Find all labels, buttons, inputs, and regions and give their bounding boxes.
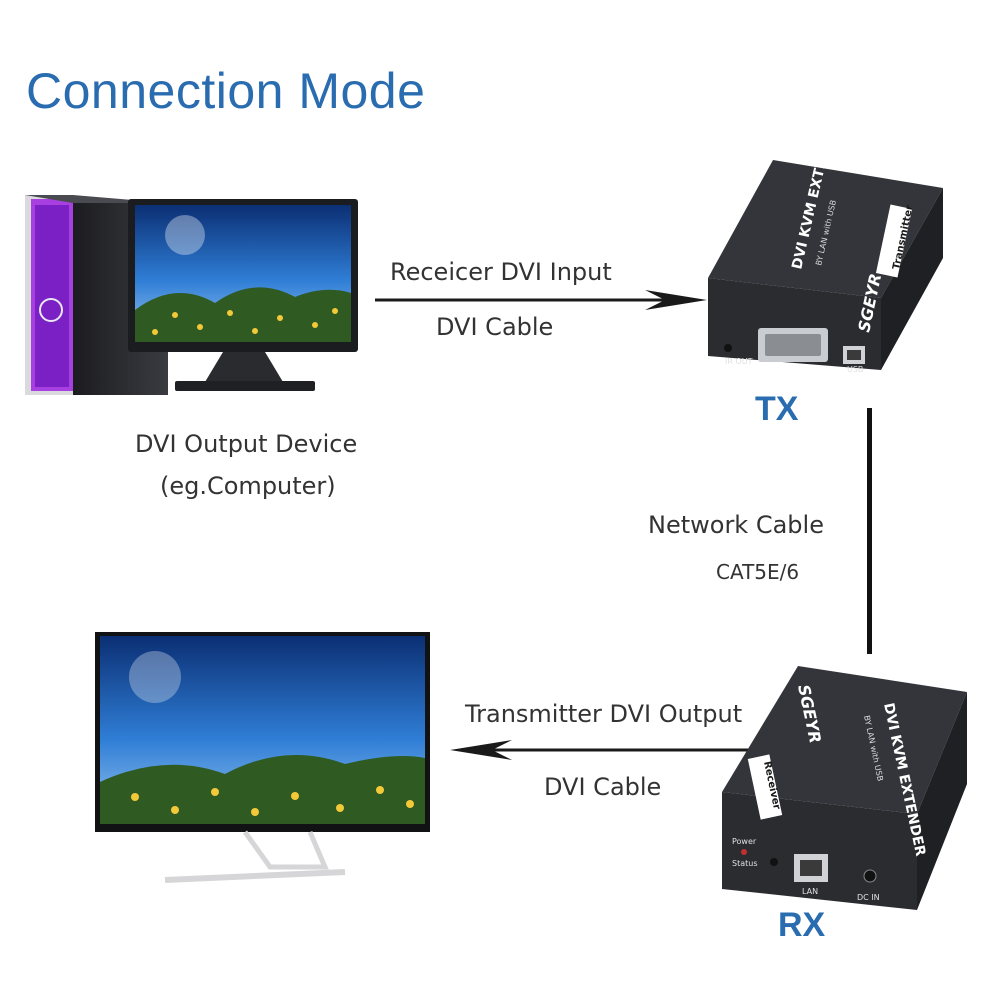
- source-computer-illustration: [25, 195, 358, 395]
- tx-port-usb: USB: [847, 365, 863, 373]
- rx-port-lan: LAN: [802, 887, 818, 896]
- dvi-output-label: Transmitter DVI Output: [465, 700, 743, 728]
- tx-device: DVI KVM EXTENDER BY LAN with USB Transmi…: [708, 158, 943, 373]
- dvi-input-cable-label: DVI Cable: [436, 313, 554, 341]
- dvi-input-arrow: [375, 290, 707, 310]
- display-monitor: [95, 632, 430, 883]
- network-cable-type-label: CAT5E/6: [716, 560, 800, 584]
- rx-port-power: Power: [732, 837, 757, 846]
- page-title: Connection Mode: [26, 63, 426, 119]
- network-cable-line: [867, 408, 872, 654]
- source-monitor: [128, 199, 358, 391]
- tx-port-ir: IR OUT: [725, 357, 753, 366]
- rx-device: SGEYR DVI KVM EXTENDER BY LAN with USB R…: [722, 666, 967, 910]
- source-caption-line2: (eg.Computer): [160, 472, 336, 500]
- dvi-input-label: Receicer DVI Input: [390, 258, 612, 286]
- dvi-output-arrow: [450, 740, 753, 760]
- rx-port-status: Status: [732, 859, 758, 868]
- dvi-output-cable-label: DVI Cable: [544, 773, 662, 801]
- network-cable-label: Network Cable: [648, 511, 824, 539]
- rx-label: RX: [778, 906, 826, 944]
- tx-label: TX: [755, 390, 799, 428]
- rx-port-dc: DC IN: [857, 893, 880, 902]
- source-caption-line1: DVI Output Device: [135, 430, 358, 458]
